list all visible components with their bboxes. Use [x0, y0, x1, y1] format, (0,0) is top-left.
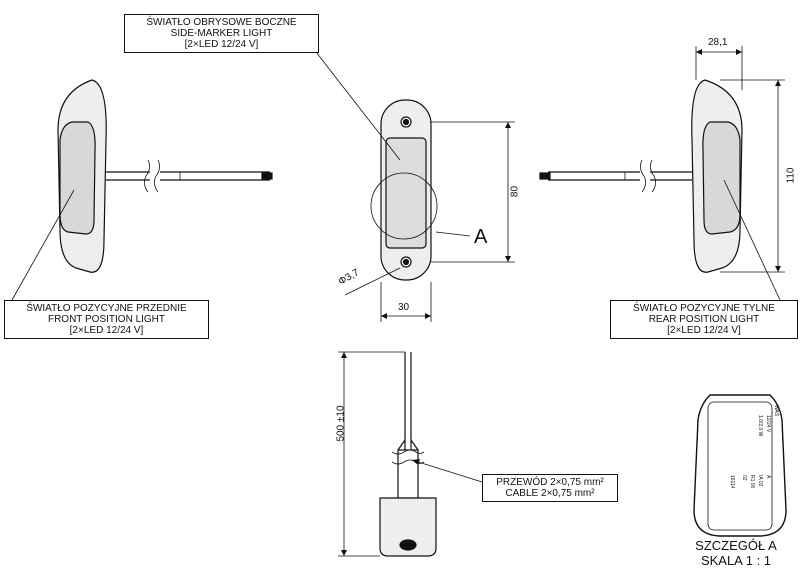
rear-position-label-en: REAR POSITION LIGHT — [648, 314, 760, 325]
rear-position-light — [539, 79, 743, 273]
rear-position-label: ŚWIATŁO POZYCYJNE TYLNE REAR POSITION LI… — [610, 300, 798, 339]
rear-position-label-spec: [2×LED 12/24 V] — [667, 325, 741, 336]
dimension-lines — [338, 46, 785, 557]
detail-title-text: SZCZEGÓŁ A — [695, 538, 777, 553]
detail-marking-2: A — [765, 475, 771, 479]
cable-label: PRZEWÓD 2×0,75 mm² CABLE 2×0,75 mm² — [482, 474, 618, 502]
front-position-label-en: FRONT POSITION LIGHT — [47, 314, 166, 325]
detail-marking-5: 02 — [741, 475, 747, 481]
side-view-cable — [379, 352, 437, 557]
side-marker-label-pl: ŚWIATŁO OBRYSOWE BOCZNE — [146, 17, 297, 28]
front-position-label-spec: [2×LED 12/24 V] — [69, 325, 144, 336]
detail-marker-a: A — [474, 226, 488, 248]
side-marker-label-spec: [2×LED 12/24 V] — [184, 39, 259, 50]
dim-height-110: 110 — [785, 167, 797, 184]
detail-marking-3: IA 02 — [757, 475, 763, 487]
cable-label-en: CABLE 2×0,75 mm² — [505, 488, 595, 499]
detail-marking-6: 16114 — [729, 475, 735, 489]
dim-cable-length: 500 ±10 — [335, 405, 347, 442]
detail-logo: WAŚ — [773, 405, 781, 417]
dim-height-80: 80 — [509, 185, 521, 198]
detail-marking-4: R1 00 — [749, 475, 755, 489]
rear-position-label-pl: ŚWIATŁO POZYCYJNE TYLNE — [633, 303, 775, 314]
dim-width-30: 30 — [398, 302, 410, 313]
detail-a-view — [693, 394, 787, 537]
front-position-label: ŚWIATŁO POZYCYJNE PRZEDNIE FRONT POSITIO… — [4, 300, 209, 339]
side-marker-label-en: SIDE-MARKER LIGHT — [170, 28, 273, 39]
side-marker-light — [370, 99, 438, 281]
detail-title: SZCZEGÓŁ A SKALA 1 : 1 — [672, 538, 800, 568]
side-marker-label: ŚWIATŁO OBRYSOWE BOCZNE SIDE-MARKER LIGH… — [124, 14, 319, 53]
leader-lines — [11, 51, 781, 483]
dim-width-28: 28,1 — [708, 37, 728, 48]
cable-label-pl: PRZEWÓD 2×0,75 mm² — [496, 477, 604, 488]
detail-marking-0: 12/24 V — [765, 415, 771, 433]
front-position-label-pl: ŚWIATŁO POZYCYJNE PRZEDNIE — [26, 303, 187, 314]
detail-marking-1: 1,0/2,0 W — [757, 415, 763, 437]
detail-scale-text: SKALA 1 : 1 — [700, 553, 772, 568]
front-position-light — [57, 79, 273, 273]
detail-markings: 12/24 V 1,0/2,0 W A IA 02 R1 00 02 16114… — [729, 405, 781, 489]
